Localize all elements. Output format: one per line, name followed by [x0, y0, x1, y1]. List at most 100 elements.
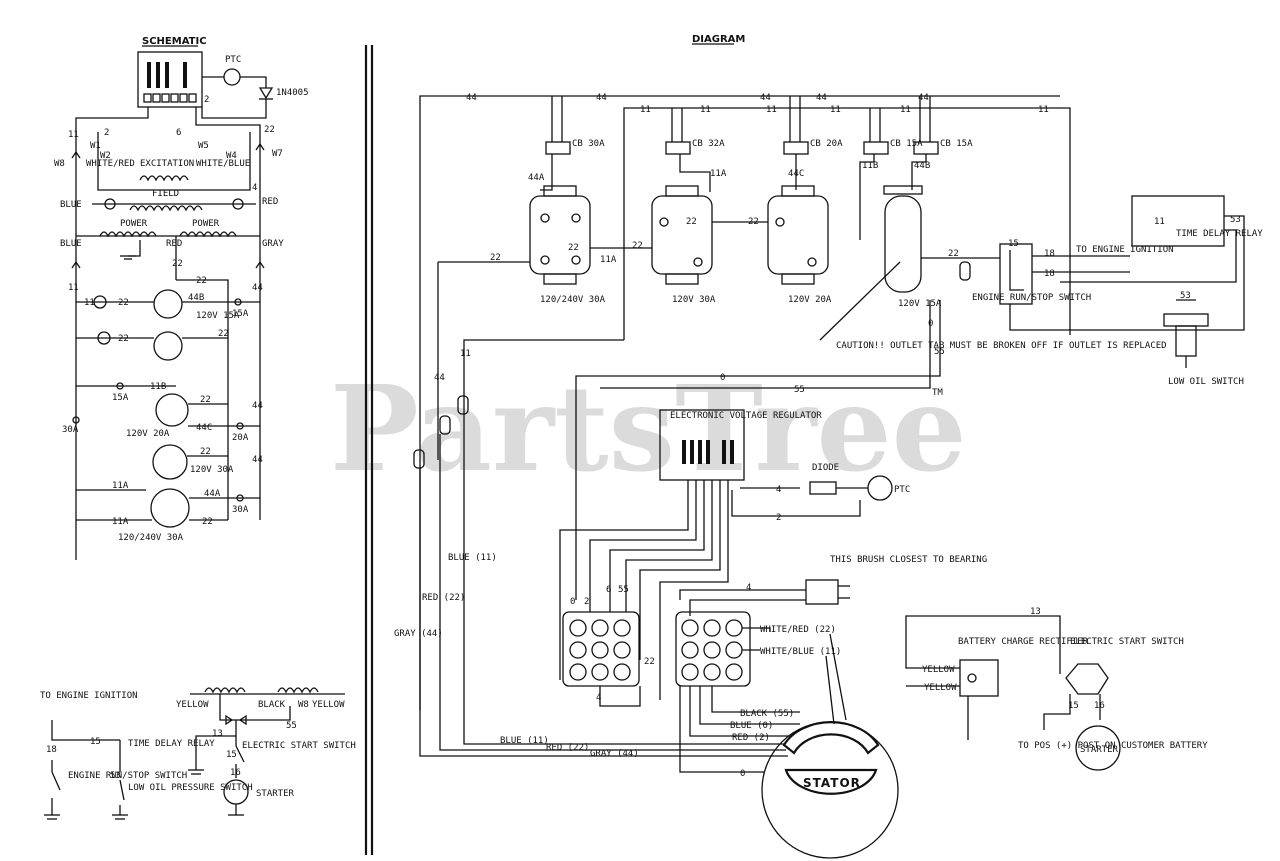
svg-text:15: 15 — [1008, 239, 1019, 249]
svg-text:11: 11 — [700, 105, 711, 115]
svg-text:TO ENGINE IGNITION: TO ENGINE IGNITION — [1076, 245, 1174, 255]
svg-text:22: 22 — [202, 517, 213, 527]
svg-text:POWER: POWER — [192, 219, 220, 229]
cb-15a-1: CB 15A — [863, 108, 923, 155]
svg-text:W1: W1 — [90, 141, 101, 151]
svg-text:44: 44 — [434, 373, 445, 383]
plug-a — [562, 611, 640, 687]
svg-text:22: 22 — [218, 329, 229, 339]
svg-text:11: 11 — [640, 105, 651, 115]
svg-text:120V 15A: 120V 15A — [898, 299, 942, 309]
svg-text:22: 22 — [490, 253, 501, 263]
svg-text:55: 55 — [286, 721, 297, 731]
outlet-120v-15a-bottom — [153, 331, 183, 361]
ptc-icon — [223, 68, 241, 86]
svg-text:44A: 44A — [528, 173, 545, 183]
svg-text:44B: 44B — [914, 161, 930, 171]
svg-text:CB 20A: CB 20A — [810, 139, 843, 149]
svg-text:16: 16 — [230, 768, 241, 778]
svg-text:44: 44 — [466, 93, 477, 103]
svg-text:STARTER: STARTER — [256, 789, 295, 799]
svg-text:BLUE: BLUE — [60, 239, 82, 249]
svg-text:0: 0 — [928, 319, 933, 329]
starter-schematic: YELLOW BLACK W8 YELLOW 55 13 ELECTRIC ST… — [176, 687, 356, 816]
svg-text:4: 4 — [596, 693, 601, 703]
svg-text:WHITE/BLUE: WHITE/BLUE — [196, 159, 250, 169]
svg-text:THIS BRUSH CLOSEST TO BEARING: THIS BRUSH CLOSEST TO BEARING — [830, 555, 987, 565]
svg-text:11: 11 — [84, 298, 95, 308]
svg-text:120V 30A: 120V 30A — [190, 465, 234, 475]
svg-text:TIME DELAY RELAY: TIME DELAY RELAY — [1176, 229, 1263, 239]
connector-22 — [413, 449, 425, 469]
svg-text:11B: 11B — [862, 161, 878, 171]
svg-text:120V 20A: 120V 20A — [126, 429, 170, 439]
svg-text:11B: 11B — [150, 382, 166, 392]
svg-text:44: 44 — [252, 283, 263, 293]
svg-text:18: 18 — [46, 745, 57, 755]
svg-text:0: 0 — [740, 769, 745, 779]
svg-text:55: 55 — [934, 347, 945, 357]
svg-text:11A: 11A — [710, 169, 727, 179]
svg-text:30A: 30A — [232, 505, 249, 515]
svg-text:DIODE: DIODE — [812, 463, 839, 473]
svg-text:11: 11 — [68, 283, 79, 293]
svg-text:15A: 15A — [112, 393, 129, 403]
connector-44 — [439, 415, 451, 435]
svg-text:120V 30A: 120V 30A — [672, 295, 716, 305]
battery-coil-1 — [204, 687, 246, 694]
svg-text:11: 11 — [1154, 217, 1165, 227]
svg-text:120/240V 30A: 120/240V 30A — [540, 295, 606, 305]
svg-text:STATOR: STATOR — [803, 776, 861, 790]
svg-text:YELLOW: YELLOW — [924, 683, 957, 693]
svg-text:11: 11 — [830, 105, 841, 115]
svg-text:BLUE (0): BLUE (0) — [730, 721, 773, 731]
svg-text:ELECTRIC START SWITCH: ELECTRIC START SWITCH — [242, 741, 356, 751]
svg-text:4: 4 — [252, 183, 257, 193]
brush-connector — [805, 579, 839, 605]
svg-text:22: 22 — [948, 249, 959, 259]
connector-11 — [457, 395, 469, 415]
svg-text:BLUE (11): BLUE (11) — [500, 736, 549, 746]
svg-text:11: 11 — [766, 105, 777, 115]
svg-text:11A: 11A — [112, 481, 129, 491]
svg-text:11: 11 — [1038, 105, 1049, 115]
svg-text:0: 0 — [720, 373, 725, 383]
svg-text:WHITE/BLUE (11): WHITE/BLUE (11) — [760, 647, 841, 657]
svg-text:44B: 44B — [188, 293, 204, 303]
svg-text:44: 44 — [816, 93, 827, 103]
svg-text:1N4005: 1N4005 — [276, 88, 309, 98]
stator: STATOR — [761, 721, 899, 859]
svg-text:15: 15 — [226, 750, 237, 760]
outlet-120-240v-30a — [150, 488, 190, 528]
time-delay-relay: TIME DELAY RELAY 11 53 — [1131, 195, 1263, 247]
svg-text:15: 15 — [90, 737, 101, 747]
cb-32a: CB 32A — [665, 108, 725, 155]
svg-text:44C: 44C — [196, 423, 212, 433]
svg-text:22: 22 — [644, 657, 655, 667]
svg-text:TO POS (+) POST ON CUSTOMER BA: TO POS (+) POST ON CUSTOMER BATTERY — [1018, 741, 1208, 751]
plug-b — [675, 611, 751, 687]
svg-text:13: 13 — [1030, 607, 1041, 617]
svg-text:44: 44 — [596, 93, 607, 103]
svg-text:22: 22 — [748, 217, 759, 227]
svg-text:53: 53 — [1230, 215, 1241, 225]
ptc-icon — [867, 475, 893, 501]
svg-text:22: 22 — [264, 125, 275, 135]
svg-text:4: 4 — [746, 583, 751, 593]
svg-text:22: 22 — [196, 276, 207, 286]
caution-note: CAUTION!! OUTLET TAB MUST BE BROKEN OFF … — [836, 341, 1167, 351]
outlet-120v-30a — [152, 444, 188, 480]
svg-text:11A: 11A — [600, 255, 617, 265]
schematic: SCHEMATIC PTC 1N4005 2 11 W8 BLUE BLUE 1… — [54, 36, 309, 560]
svg-text:ELECTRIC START SWITCH: ELECTRIC START SWITCH — [1070, 637, 1184, 647]
svg-text:4: 4 — [776, 485, 781, 495]
svg-text:BLUE: BLUE — [60, 200, 82, 210]
svg-text:RED: RED — [262, 197, 278, 207]
svg-text:LOW OIL SWITCH: LOW OIL SWITCH — [1168, 377, 1244, 387]
svg-text:BLACK (55): BLACK (55) — [740, 709, 794, 719]
low-oil-switch: 53 LOW OIL SWITCH — [1163, 291, 1244, 387]
svg-text:22: 22 — [118, 298, 129, 308]
power-coil-2 — [179, 231, 237, 238]
svg-text:W8: W8 — [54, 159, 65, 169]
